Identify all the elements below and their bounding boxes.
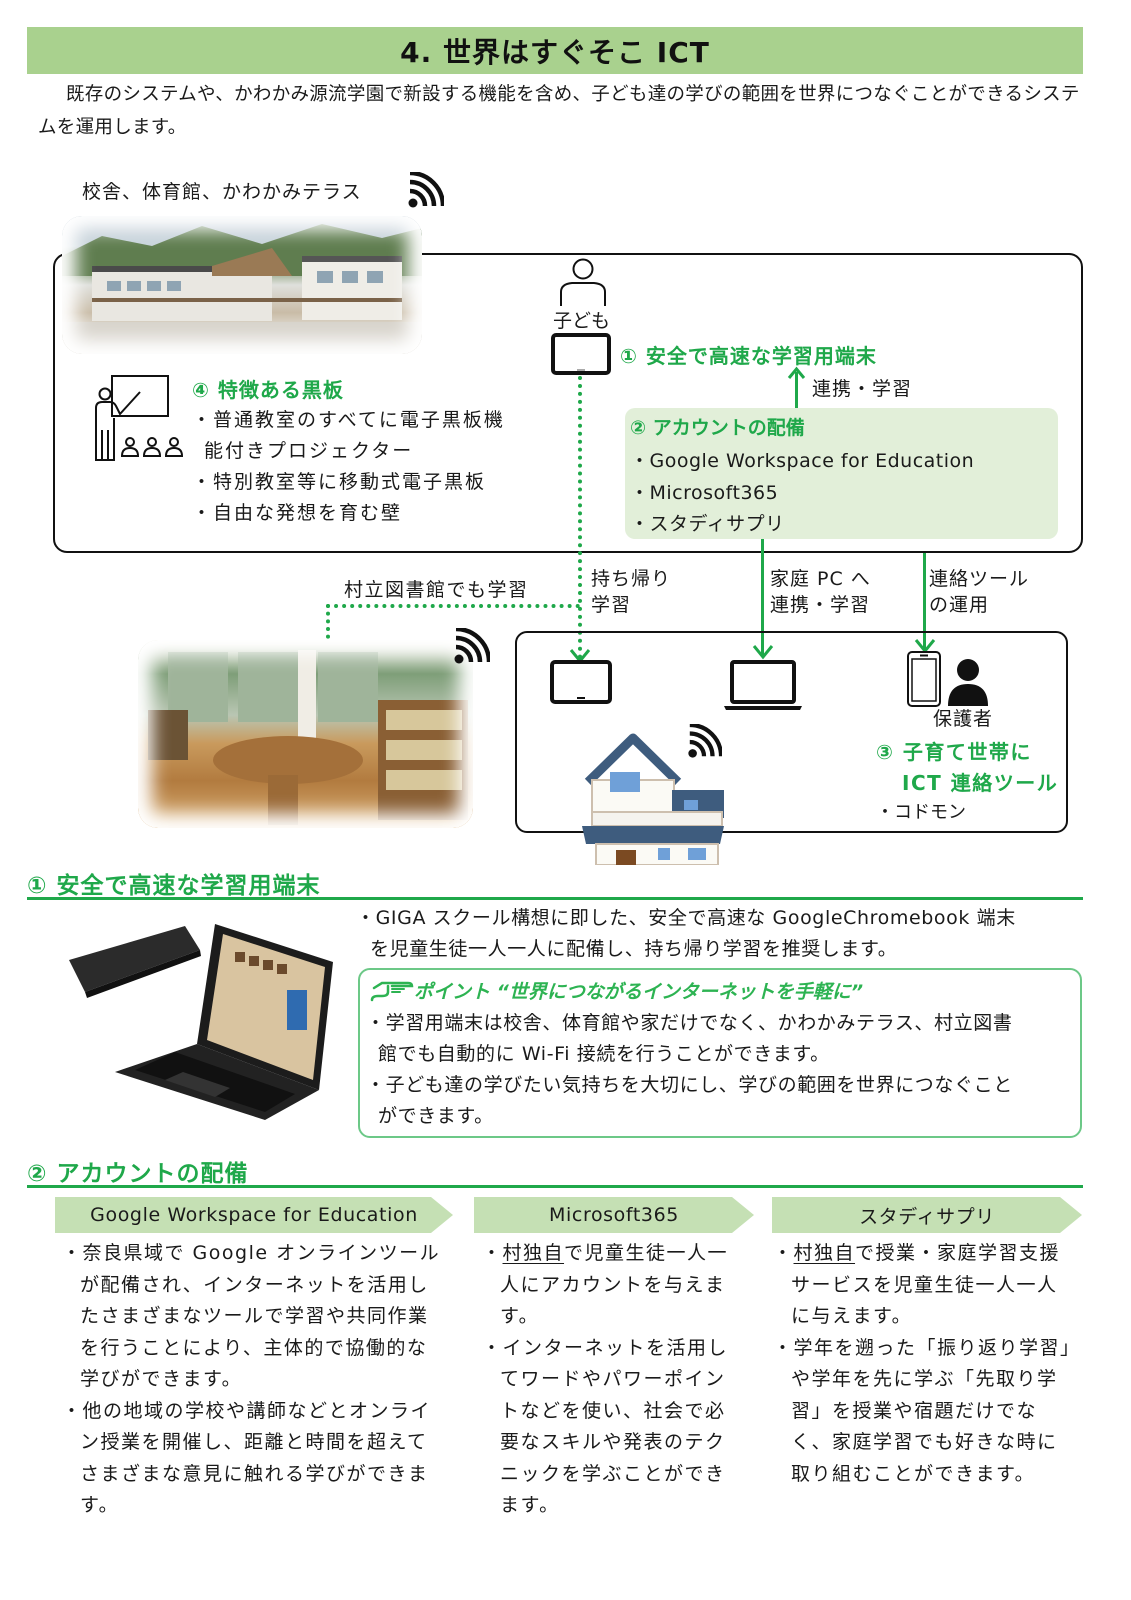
- child-label: 子ども: [553, 310, 611, 332]
- contact-label: 連絡ツール の運用: [929, 566, 1029, 618]
- point-title: ポイント “世界につながるインターネットを手軽に”: [414, 981, 864, 1003]
- smartphone-guardian-icon: [907, 651, 988, 707]
- home-laptop-icon: [724, 660, 802, 710]
- account-item: ・Microsoft365: [630, 482, 779, 504]
- feature4-title: ④ 特徴ある黒板: [192, 378, 344, 402]
- child-tablet-icon: [551, 333, 611, 375]
- wifi-icon: [454, 628, 490, 664]
- column-bullet: ・他の地域の学校や講師などとオンライン授業を開催し、距離と時間を超えてさまざまな…: [62, 1399, 432, 1517]
- intro-paragraph: 既存のシステムや、かわかみ源流学園で新設する機能を含め、子ども達の学びの範囲を世…: [38, 84, 1080, 138]
- link-up-label: 連携・学習: [812, 378, 913, 400]
- homepc-label: 家庭 PC へ 連携・学習: [770, 566, 871, 618]
- library-photo: [138, 640, 473, 828]
- page-title-bar: 4. 世界はすぐそこ ICT: [27, 27, 1083, 74]
- column-header-google: Google Workspace for Education: [55, 1197, 453, 1233]
- page-title: 4. 世界はすぐそこ ICT: [400, 35, 710, 69]
- contact-label-line: 連絡ツール: [929, 568, 1030, 590]
- section2-divider: [27, 1185, 1083, 1188]
- guardian-label: 保護者: [933, 708, 994, 730]
- feature4-item: 能付きプロジェクター: [204, 440, 414, 462]
- library-label: 村立図書館でも学習: [344, 579, 529, 601]
- column-header-studysapuri: スタディサプリ: [772, 1197, 1082, 1233]
- pointing-hand-icon: [370, 981, 414, 1002]
- contact-label-line: の運用: [929, 594, 990, 616]
- feature3-item: ・コドモン: [876, 802, 966, 823]
- point-line: 館でも自動的に Wi-Fi 接続を行うことができます。: [378, 1043, 830, 1065]
- bullet-prefix: ・: [773, 1242, 794, 1264]
- teacher-blackboard-icon: [95, 375, 184, 461]
- feature1-title: ① 安全で高速な学習用端末: [620, 344, 877, 368]
- point-line: ・子ども達の学びたい気持ちを大切にし、学びの範囲を世界につなぐこと: [366, 1074, 1013, 1096]
- library-dotted-line: [326, 604, 580, 608]
- feature4-list: ・普通教室のすべてに電子黒板機 能付きプロジェクター ・特別教室等に移動式電子黒…: [192, 405, 505, 529]
- section1-divider: [27, 897, 1083, 900]
- column-microsoft-text: ・村独自で児童生徒一人一人にアカウントを与えます。 ・インターネットを活用してワ…: [482, 1238, 737, 1522]
- column-studysapuri-text: ・村独自で授業・家庭学習支援サービスを児童生徒一人一人に与えます。 ・学年を遡っ…: [773, 1238, 1073, 1490]
- point-callout-box: [358, 968, 1082, 1138]
- school-system-frame: [53, 253, 1083, 553]
- wifi-icon: [408, 172, 444, 208]
- column-google-text: ・奈良県域で Google オンラインツールが配備され、インターネットを活用した…: [62, 1238, 447, 1522]
- bullet-text: で児童生徒一人一人にアカウントを与えます。: [500, 1242, 729, 1327]
- child-person-icon: [560, 258, 606, 306]
- chromebook-photo: [69, 924, 333, 1120]
- homepc-link-line: [761, 539, 764, 655]
- column-bullet: ・奈良県域で Google オンラインツールが配備され、インターネットを活用した…: [62, 1242, 441, 1390]
- library-dotted-line-down: [326, 604, 330, 654]
- bullet-text: で授業・家庭学習支援サービスを児童生徒一人一人に与えます。: [791, 1242, 1061, 1327]
- arrow-down-icon: [752, 645, 774, 660]
- feature4-item: ・特別教室等に移動式電子黒板: [192, 471, 487, 493]
- feature4-item: ・普通教室のすべてに電子黒板機: [192, 409, 505, 431]
- school-building-photo: [62, 216, 422, 354]
- column-bullet: ・学年を遡った「振り返り学習」や学年を先に学ぶ「先取り学習」を授業や宿題だけでな…: [773, 1336, 1072, 1485]
- section2-heading: ② アカウントの配備: [27, 1161, 249, 1187]
- column-bullet: ・インターネットを活用してワードやパワーポイントなどを使い、社会で必要なスキルや…: [482, 1336, 729, 1517]
- section1-text-line2: を児童生徒一人一人に配備し、持ち帰り学習を推奨します。: [370, 938, 898, 960]
- section1-text-line1: ・GIGA スクール構想に即した、安全で高速な GoogleChromebook…: [356, 907, 1016, 929]
- column-bullet: ・村独自で授業・家庭学習支援サービスを児童生徒一人一人に与えます。: [773, 1238, 1073, 1333]
- home-tablet-icon: [550, 660, 612, 704]
- takehome-label-line: 学習: [591, 594, 632, 616]
- homepc-label-line: 家庭 PC へ: [770, 568, 871, 590]
- bullet-prefix: ・: [482, 1242, 503, 1264]
- point-line: ・学習用端末は校舎、体育館や家だけでなく、かわかみテラス、村立図書: [366, 1012, 1013, 1034]
- account-box-title: ② アカウントの配備: [630, 417, 805, 439]
- underlined-emphasis: 村独自: [502, 1242, 565, 1264]
- feature4-item: ・自由な発想を育む壁: [192, 502, 403, 524]
- homepc-label-line: 連携・学習: [770, 594, 871, 616]
- school-caption: 校舎、体育館、かわかみテラス: [82, 181, 362, 203]
- feature3-title-line2: ICT 連絡ツール: [902, 771, 1059, 795]
- home-frame: [515, 631, 1068, 833]
- arrow-up-icon: [787, 366, 806, 379]
- underlined-emphasis: 村独自: [793, 1242, 856, 1264]
- takehome-dotted-line: [578, 376, 582, 659]
- contact-link-line: [923, 553, 926, 650]
- takehome-label: 持ち帰り 学習: [591, 566, 671, 618]
- account-box: ② アカウントの配備 ・Google Workspace for Educati…: [625, 408, 1058, 539]
- column-bullet: ・村独自で児童生徒一人一人にアカウントを与えます。: [482, 1238, 737, 1333]
- wifi-icon: [688, 724, 722, 758]
- account-item: ・スタディサプリ: [630, 513, 785, 535]
- point-text: ・学習用端末は校舎、体育館や家だけでなく、かわかみテラス、村立図書 館でも自動的…: [366, 1008, 1013, 1132]
- house-illustration: [582, 733, 724, 865]
- feature3-title-line1: ③ 子育て世帯に: [876, 740, 1032, 764]
- takehome-label-line: 持ち帰り: [591, 568, 672, 590]
- link-up-arrow-line: [795, 372, 798, 408]
- point-line: ができます。: [378, 1105, 494, 1127]
- account-item: ・Google Workspace for Education: [630, 450, 975, 472]
- section1-heading: ① 安全で高速な学習用端末: [27, 873, 321, 899]
- column-header-microsoft: Microsoft365: [474, 1197, 754, 1233]
